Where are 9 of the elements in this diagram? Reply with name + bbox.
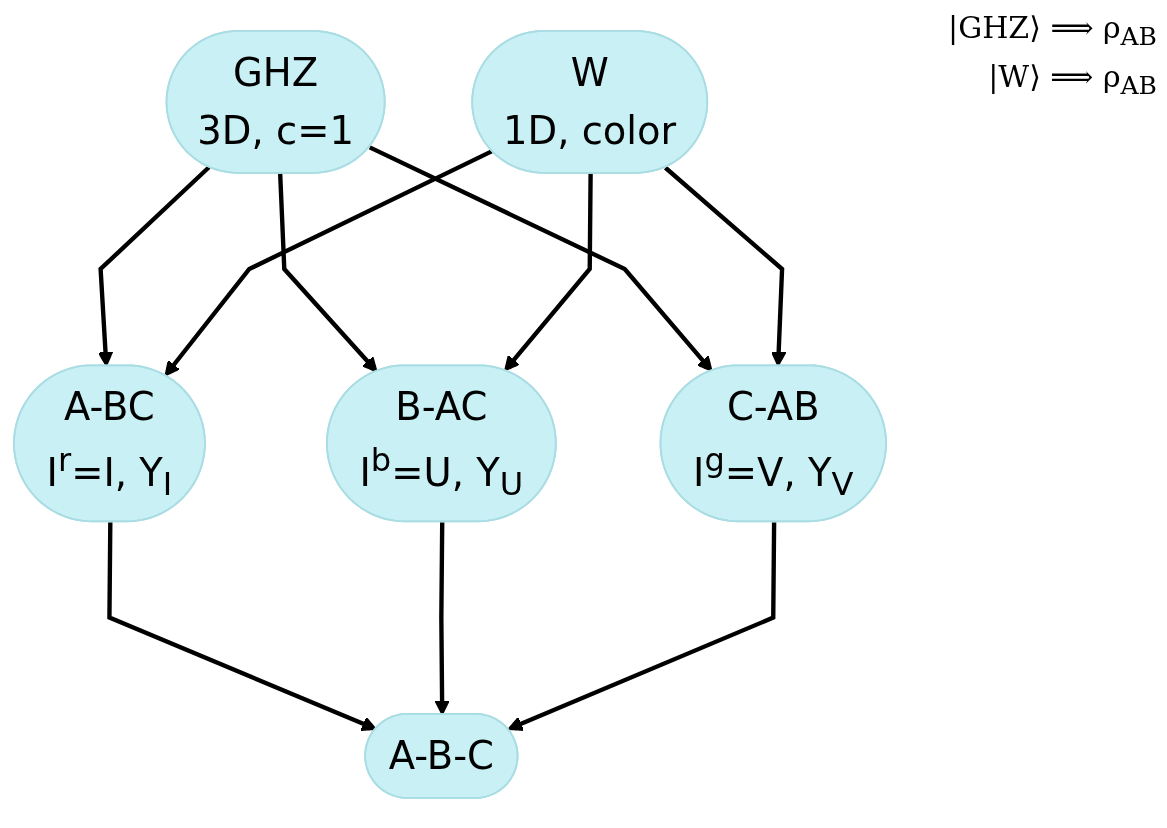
arrow: [507, 521, 777, 731]
arrow: [107, 521, 377, 731]
arrow: [278, 173, 378, 372]
formula-label: |GHZ⟩ ⟹ ρ$_{AB}$: [948, 10, 1157, 51]
arrow: [504, 173, 593, 371]
arrow: [434, 521, 450, 715]
arrow: [164, 148, 494, 376]
arrow: [368, 145, 713, 372]
formula-label: |W⟩ ⟹ ρ$_{AB}$: [987, 59, 1157, 100]
